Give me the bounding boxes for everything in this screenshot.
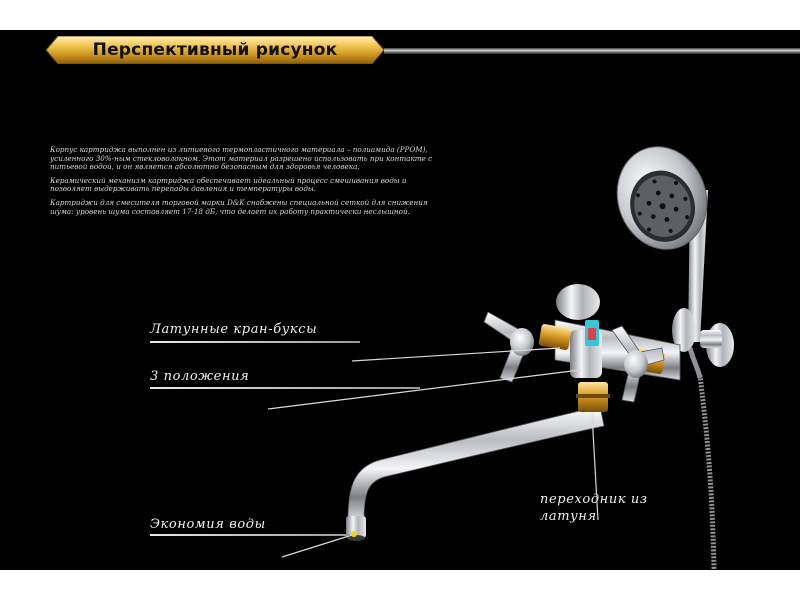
wall-flange-left (556, 284, 600, 320)
gold-banner-shape (46, 36, 384, 64)
callout-underline-three-positions (150, 387, 420, 389)
title-banner: Перспективный рисунок (46, 36, 384, 64)
shower-hose (697, 374, 717, 570)
product-stage: Перспективный рисунок Корпус картриджа в… (0, 30, 800, 570)
callout-water-saving: Экономия воды (150, 517, 266, 532)
aerator (346, 516, 366, 538)
callout-underline-brass-cartridges (150, 341, 360, 343)
brass-cartridge-left (538, 324, 572, 350)
callout-underline-water-saving (150, 534, 350, 536)
description-paragraph: Корпус картриджа выполнен из литиевого т… (50, 145, 433, 172)
header-divider (384, 48, 800, 54)
callout-brass-adapter-line1: переходник из (540, 492, 648, 507)
wall-flange-right (672, 308, 696, 352)
callout-brass-cartridges: Латунные кран-буксы (150, 322, 318, 337)
cross-handle-right (611, 325, 665, 403)
cross-handle-left (483, 311, 534, 383)
aerator-highlight (351, 531, 357, 537)
callout-line-brass-adapter (591, 413, 599, 521)
cartridge-core (588, 328, 596, 340)
shower-head (616, 146, 708, 250)
description-block: Корпус картриджа выполнен из литиевого т… (50, 145, 450, 221)
callout-brass-adapter-line2: латуня (540, 509, 597, 524)
callout-line-brass-cartridges (351, 347, 561, 362)
shower-hose-top (687, 347, 703, 379)
page-title: Перспективный рисунок (92, 40, 338, 60)
aerator-outlet (347, 535, 365, 541)
brass-adapter-thread (576, 394, 610, 398)
description-paragraph: Картриджи для смесителя торговой марки D… (50, 197, 428, 216)
callout-three-positions: 3 положения (150, 369, 250, 384)
faucet-illustration (267, 146, 734, 570)
callout-line-three-positions (267, 369, 581, 410)
callout-line-water-saving (281, 534, 353, 558)
description-paragraph: Керамический механизм картриджа обеспечи… (50, 175, 407, 194)
shower-holder-arm (700, 330, 722, 348)
